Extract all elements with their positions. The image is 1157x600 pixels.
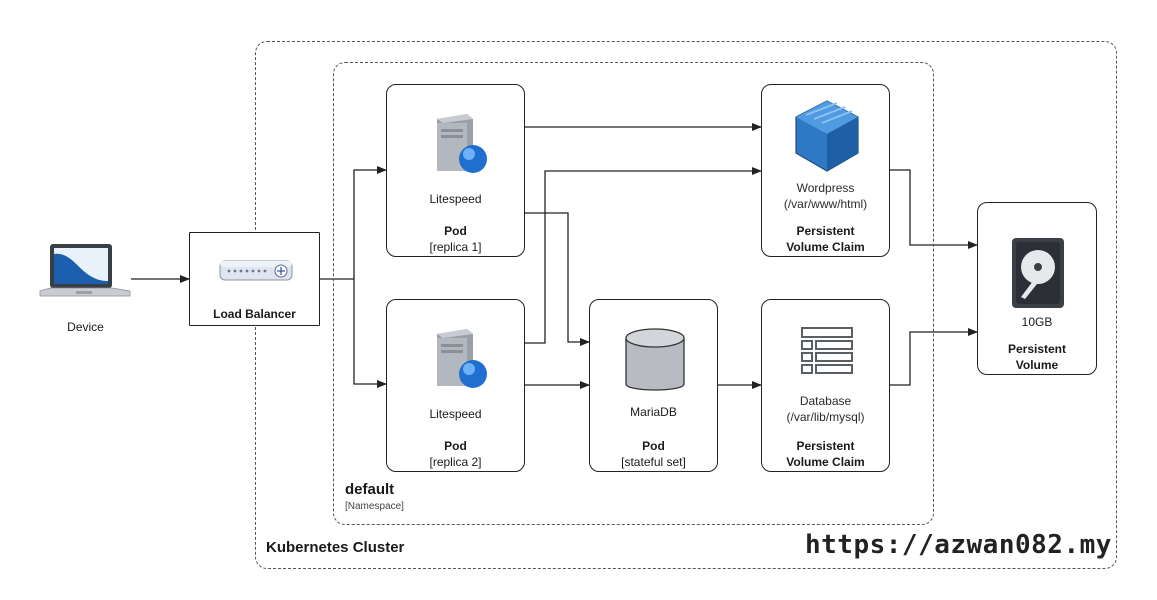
edge-pod2-pvcwp [525, 167, 762, 344]
edge-pvcwp-pv [890, 169, 978, 249]
pv-title1: Persistent [1007, 342, 1067, 356]
edge-pod1-mariadb [525, 212, 590, 346]
pod1-subtitle: [replica 1] [429, 240, 482, 254]
pod-replica-2: Litespeed Pod [replica 2] [386, 299, 525, 472]
load-balancer-label: Load Balancer [213, 307, 296, 321]
device-node: Device [38, 243, 133, 343]
pvc-wordpress: Wordpress (/var/www/html) Persistent Vol… [761, 84, 890, 257]
pod2-title: Pod [444, 439, 467, 453]
pvc-database: Database (/var/lib/mysql) Persistent Vol… [761, 299, 890, 472]
pvc-wp-line1: Wordpress [796, 181, 855, 195]
device-label: Device [67, 320, 104, 334]
edge-pvcdb-pv [890, 328, 978, 386]
server-globe-icon [437, 329, 487, 388]
mariadb-title: Pod [642, 439, 665, 453]
load-balancer-node: Load Balancer [189, 232, 320, 326]
laptop-icon [39, 244, 131, 297]
router-icon [219, 260, 293, 281]
server-globe-icon [437, 114, 487, 173]
pvc-wp-title1: Persistent [796, 224, 855, 238]
pod1-app-label: Litespeed [429, 192, 482, 206]
persistent-volume: 10GB Persistent Volume [977, 202, 1097, 375]
pvc-db-title1: Persistent [796, 439, 855, 453]
edge-lb-pod2 [353, 279, 387, 388]
pvc-wp-line2: (/var/www/html) [783, 197, 868, 211]
pod2-subtitle: [replica 2] [429, 455, 482, 469]
cluster-title: Kubernetes Cluster [266, 539, 405, 556]
edge-lb-pod1 [320, 166, 387, 280]
mariadb-app-label: MariaDB [630, 405, 677, 419]
cube-icon [795, 100, 859, 172]
pod1-title: Pod [444, 224, 467, 238]
pvc-db-line1: Database [799, 394, 852, 408]
pv-size: 10GB [1021, 315, 1053, 329]
pvc-db-line2: (/var/lib/mysql) [786, 410, 865, 424]
pv-title2: Volume [1015, 358, 1059, 372]
namespace-frame: default [Namespace] [333, 62, 934, 525]
namespace-subtitle: [Namespace] [345, 501, 404, 512]
watermark-url: https://azwan082.my [805, 530, 1112, 560]
mariadb-pod: MariaDB Pod [stateful set] [589, 299, 718, 472]
mariadb-subtitle: [stateful set] [621, 455, 686, 469]
table-icon [801, 327, 853, 374]
namespace-title: default [345, 481, 395, 498]
hard-drive-icon [1012, 238, 1064, 308]
pvc-wp-title2: Volume Claim [786, 240, 865, 254]
database-cylinder-icon [625, 328, 685, 391]
pod-replica-1: Litespeed Pod [replica 1] [386, 84, 525, 257]
pod2-app-label: Litespeed [429, 407, 482, 421]
pvc-db-title2: Volume Claim [786, 455, 865, 469]
